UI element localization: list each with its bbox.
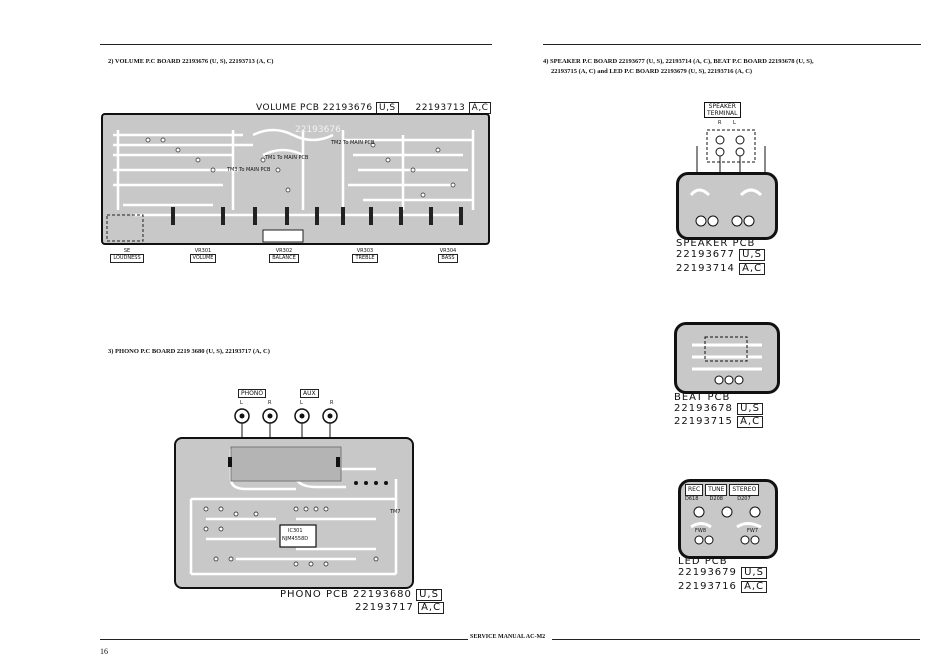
control-treble-id: VR303 <box>356 248 374 254</box>
speaker-pcb-ac: A,C <box>739 263 766 275</box>
led-pcb-code-row: 22193679 U,S <box>678 567 767 579</box>
led-pcb-us: U,S <box>741 567 767 579</box>
speaker-terminal-line2: TERMINAL <box>707 110 738 117</box>
beat-pcb-ac: A,C <box>737 416 764 428</box>
control-loudness-label: LOUDNESS <box>110 254 144 263</box>
footer-rule-left <box>100 639 468 640</box>
volume-board-number: 22193676 <box>295 125 341 135</box>
phono-l-label: L <box>240 400 243 406</box>
tm3-label: TM3 To MAIN PCB <box>227 167 271 173</box>
control-bass-id: VR304 <box>439 248 457 254</box>
led-pcb-code: 22193679 <box>678 567 737 578</box>
led-label-tune: TUNE <box>705 484 728 496</box>
led-fw7: FW7 <box>747 528 759 534</box>
phono-pcb-title-row: PHONO PCB 22193680 U,S <box>280 589 442 601</box>
beat-pcb-code-row: 22193678 U,S <box>674 403 763 415</box>
led-diode-d208: D208 <box>709 496 723 502</box>
speaker-pcb-code: 22193677 <box>676 249 735 260</box>
led-pcb-board: REC TUNE STEREO D618 D208 D207 FW8 FW7 <box>678 479 778 559</box>
phono-pcb-title: PHONO PCB 22193680 <box>280 589 412 600</box>
control-loudness-id: SE <box>123 248 131 254</box>
control-volume-id: VR301 <box>194 248 212 254</box>
control-bass: VR304 BASS <box>434 248 462 263</box>
led-label-stereo: STEREO <box>729 484 760 496</box>
control-balance-id: VR302 <box>275 248 293 254</box>
control-loudness: SE LOUDNESS <box>108 248 146 263</box>
control-balance-label: BALANCE <box>269 254 299 263</box>
control-balance: VR302 BALANCE <box>266 248 302 263</box>
led-pcb-ac: A,C <box>741 581 768 593</box>
led-diode-d618: D618 <box>685 496 699 502</box>
beat-pcb-us: U,S <box>737 403 763 415</box>
tm2-label: TM2 To MAIN PCB <box>331 140 375 146</box>
led-pcb-traces <box>690 506 762 545</box>
tm1-label: TM1 To MAIN PCB <box>265 155 309 161</box>
speaker-pcb-code-row: 22193677 U,S <box>676 249 765 261</box>
beat-pcb-code: 22193678 <box>674 403 733 414</box>
speaker-r-label: R <box>718 120 722 126</box>
beat-pcb-alt-row: 22193715 A,C <box>674 416 764 428</box>
led-fw8: FW8 <box>695 528 707 534</box>
beat-pcb-board <box>674 322 780 394</box>
speaker-l-label: L <box>733 120 736 126</box>
volume-pcb-traces <box>106 128 475 243</box>
beat-pcb-title: BEAT PCB <box>674 392 731 403</box>
beat-pcb-traces <box>692 336 762 385</box>
speaker-heading-line2: 22193715 (A, C) and LED P.C BOARD 221936… <box>551 68 753 75</box>
led-diode-row: D618 D208 D207 <box>685 496 751 502</box>
volume-pcb-title: VOLUME PCB 22193676 <box>256 103 373 113</box>
control-volume: VR301 VOLUME <box>186 248 220 263</box>
footer-manual: SERVICE MANUAL AC-M2 <box>470 634 546 640</box>
phono-heading: 3) PHONO P.C BOARD 2219 3680 (U, S), 221… <box>108 348 270 355</box>
control-treble: VR303 TREBLE <box>350 248 380 263</box>
ic-label: IC301 <box>288 528 303 534</box>
jack-aux-text: AUX <box>300 389 319 398</box>
page-number: 16 <box>100 647 108 656</box>
led-pcb-title: LED PCB <box>678 556 728 567</box>
volume-pcb-board: 22193676 TM2 To MAIN PCB TM1 To MAIN PCB… <box>101 113 490 245</box>
speaker-pcb-board <box>676 172 778 240</box>
control-treble-label: TREBLE <box>352 254 378 263</box>
jack-aux-label: AUX <box>300 389 319 398</box>
phono-r-label: R <box>268 400 272 406</box>
led-pcb-alt-code: 22193716 <box>678 581 737 592</box>
aux-l-label: L <box>300 400 303 406</box>
speaker-pcb-title: SPEAKER PCB <box>676 238 756 249</box>
jack-phono-text: PHONO <box>238 389 267 398</box>
phono-pcb-ac: A,C <box>418 602 445 614</box>
phono-pcb-traces <box>189 446 398 576</box>
speaker-pcb-traces <box>689 188 763 227</box>
phono-pcb-alt-code: 22193717 <box>355 602 414 613</box>
top-rule-right <box>543 44 921 45</box>
footer-rule-right <box>552 639 920 640</box>
control-bass-label: BASS <box>438 254 458 263</box>
led-pcb-alt-row: 22193716 A,C <box>678 581 768 593</box>
speaker-pcb-alt-code: 22193714 <box>676 263 735 274</box>
volume-heading: 2) VOLUME P.C BOARD 22193676 (U, S), 221… <box>108 58 274 65</box>
led-label-rec: REC <box>685 484 704 496</box>
led-diode-d207: D207 <box>737 496 751 502</box>
jack-phono-label: PHONO <box>238 389 267 398</box>
ic-part: NJM4558D <box>282 536 309 542</box>
speaker-pcb-us: U,S <box>739 249 765 261</box>
phono-jacks <box>234 408 338 444</box>
phono-pcb-us: U,S <box>416 589 442 601</box>
phono-pcb-alt-row: 22193717 A,C <box>355 602 445 614</box>
speaker-terminal-line1: SPEAKER <box>708 103 736 110</box>
led-labels-row: REC TUNE STEREO <box>685 484 760 496</box>
tm7-label: TM7 <box>390 509 401 515</box>
phono-pcb-board: IC301 NJM4558D TM7 <box>174 437 414 589</box>
volume-pcb-alt-code: 22193713 <box>415 103 466 113</box>
beat-pcb-alt-code: 22193715 <box>674 416 733 427</box>
control-volume-label: VOLUME <box>189 254 217 263</box>
speaker-terminal-label: SPEAKER TERMINAL <box>704 102 741 118</box>
speaker-pcb-alt-row: 22193714 A,C <box>676 263 766 275</box>
top-rule-left <box>100 44 492 45</box>
aux-r-label: R <box>330 400 334 406</box>
speaker-heading-line1: 4) SPEAKER P.C BOARD 22193677 (U, S), 22… <box>543 58 814 65</box>
